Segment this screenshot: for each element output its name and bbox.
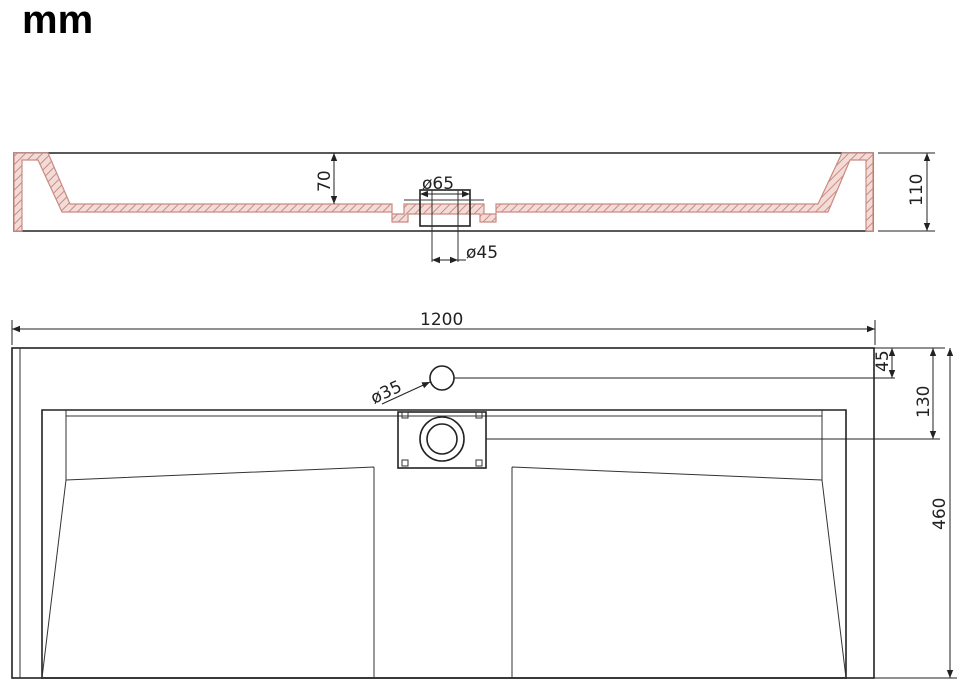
depth-dim-label: 70 [315,170,335,192]
drain-offset-dim-label: 130 [914,386,934,418]
drain-corner-tr [475,411,483,419]
unit-label: mm [22,0,94,42]
section-wall-hatch [13,152,874,232]
drain-corner-br [475,459,483,467]
drain-corner-bl [401,459,409,467]
top-drain-dim-label: ø65 [422,174,454,194]
drain-outer-ring [419,416,465,462]
height-dim-label: 110 [907,174,927,206]
drain-inner-ring [426,423,458,455]
bowl-floor-lines [65,415,823,678]
plan-view: 1200 ø35 45 130 460 [11,310,957,679]
section-view: 70 110 ø65 ø45 [13,152,935,264]
drain-housing [397,411,487,469]
basin-outer-edge [11,347,875,679]
drain-corner-tl [401,411,409,419]
bowl-inner-slope [41,410,847,679]
bottom-drain-dim-label: ø45 [466,243,498,263]
plan-depth-dim-label: 460 [930,498,950,530]
tap-offset-dim-label: 45 [873,350,893,372]
width-dim-label: 1200 [420,310,463,330]
tap-hole-dim-label: ø35 [368,377,405,409]
tap-hole-leader [381,381,431,405]
bowl-outline [41,409,847,679]
drain-neck [419,189,471,227]
tap-hole [429,365,455,391]
